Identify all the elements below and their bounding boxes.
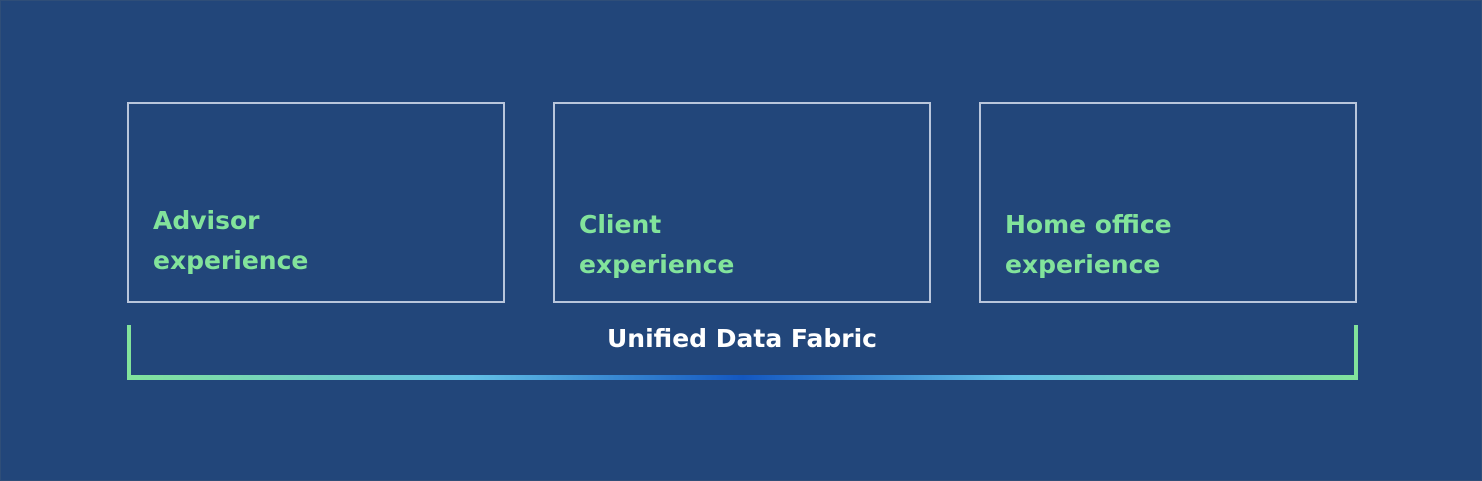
advisor-label-line-1: Advisor xyxy=(153,206,260,235)
home-office-label-line-2: experience xyxy=(1005,250,1161,279)
advisor-label-line-2: experience xyxy=(153,246,309,275)
home-office-label-line-1: Home office xyxy=(1005,210,1172,239)
advisor-experience-box: Advisor experience xyxy=(127,102,505,303)
bracket-left-arm xyxy=(127,325,131,380)
unified-data-fabric-bracket xyxy=(127,325,1358,380)
advisor-experience-label: Advisor experience xyxy=(153,201,308,281)
home-office-experience-label: Home office experience xyxy=(1005,205,1172,285)
bracket-base-line xyxy=(127,375,1358,380)
client-experience-box: Client experience xyxy=(553,102,931,303)
home-office-experience-box: Home office experience xyxy=(979,102,1357,303)
client-label-line-1: Client xyxy=(579,210,662,239)
client-experience-label: Client experience xyxy=(579,205,734,285)
client-label-line-2: experience xyxy=(579,250,735,279)
bracket-right-arm xyxy=(1354,325,1358,380)
unified-data-fabric-label: Unified Data Fabric xyxy=(607,324,877,353)
